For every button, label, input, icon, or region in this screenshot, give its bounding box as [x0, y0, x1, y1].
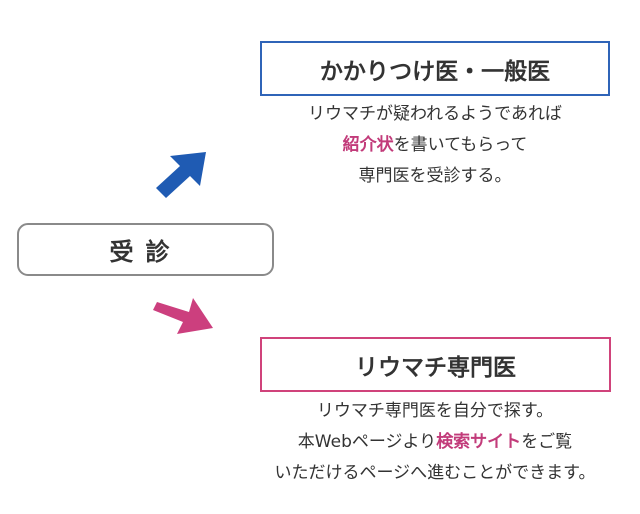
gp-line-1: リウマチが疑われるようであれば: [308, 104, 562, 124]
gp-title: かかりつけ医・一般医: [319, 58, 551, 85]
rheum-line-3: いただけるページへ進むことができます。: [274, 463, 596, 483]
rheum-line-2-post: をご覧: [521, 432, 573, 452]
gp-line-3: 専門医を受診する。: [358, 166, 512, 186]
gp-line-2-rest: を書いてもらって: [393, 135, 528, 155]
rheumatologist-title: リウマチ専門医: [355, 354, 516, 381]
referral-letter-highlight: 紹介状: [342, 135, 394, 155]
arrow-up-right-icon: [156, 152, 206, 198]
rheumatologist-description: リウマチ専門医を自分で探す。 本Webページより検索サイトをご覧 いただけるペー…: [230, 396, 640, 489]
arrow-down-right-icon: [153, 298, 213, 334]
rheumatologist-box: リウマチ専門医: [260, 337, 611, 392]
rheum-line-2-pre: 本Webページより: [297, 432, 437, 452]
visit-box: 受診: [17, 223, 274, 276]
visit-label: 受診: [109, 238, 182, 266]
gp-line-2: 紹介状を書いてもらって: [240, 130, 630, 161]
gp-description: リウマチが疑われるようであれば 紹介状を書いてもらって 専門医を受診する。: [240, 99, 630, 192]
gp-box: かかりつけ医・一般医: [260, 41, 610, 96]
rheum-line-1: リウマチ専門医を自分で探す。: [316, 401, 554, 421]
rheum-line-2: 本Webページより検索サイトをご覧: [230, 427, 640, 458]
search-site-link[interactable]: 検索サイト: [436, 432, 522, 452]
